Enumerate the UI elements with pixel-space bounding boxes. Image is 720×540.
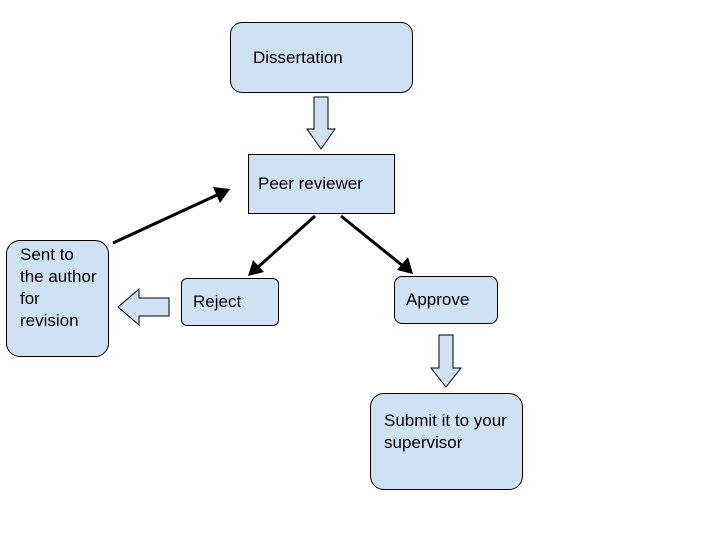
arrow-sent-to-peer — [112, 193, 218, 245]
node-dissertation-label: Dissertation — [253, 47, 343, 67]
node-submit-to-supervisor-label: Submit it to your supervisor — [384, 411, 507, 452]
node-submit-to-supervisor: Submit it to your supervisor — [370, 393, 523, 490]
node-peer-reviewer-label: Peer reviewer — [258, 174, 363, 193]
arrow-peer-to-reject — [255, 214, 317, 270]
node-sent-for-revision-label: Sent to the author for revision — [20, 245, 97, 330]
node-approve-label: Approve — [406, 290, 470, 309]
arrow-peer-to-approve — [340, 214, 404, 268]
block-arrow-approve-to-submit — [429, 334, 463, 388]
node-approve: Approve — [394, 276, 498, 324]
node-sent-for-revision: Sent to the author for revision — [6, 240, 109, 357]
node-dissertation: Dissertation — [230, 22, 413, 93]
block-arrow-reject-to-sent — [117, 287, 170, 327]
node-peer-reviewer: Peer reviewer — [248, 154, 395, 214]
arrowhead-peer-to-approve — [397, 257, 413, 274]
node-reject: Reject — [181, 278, 279, 326]
block-arrow-dissertation-to-peer — [306, 96, 336, 150]
node-reject-label: Reject — [193, 292, 242, 311]
arrowhead-peer-to-reject — [248, 260, 264, 276]
arrowhead-sent-to-peer — [213, 187, 230, 203]
